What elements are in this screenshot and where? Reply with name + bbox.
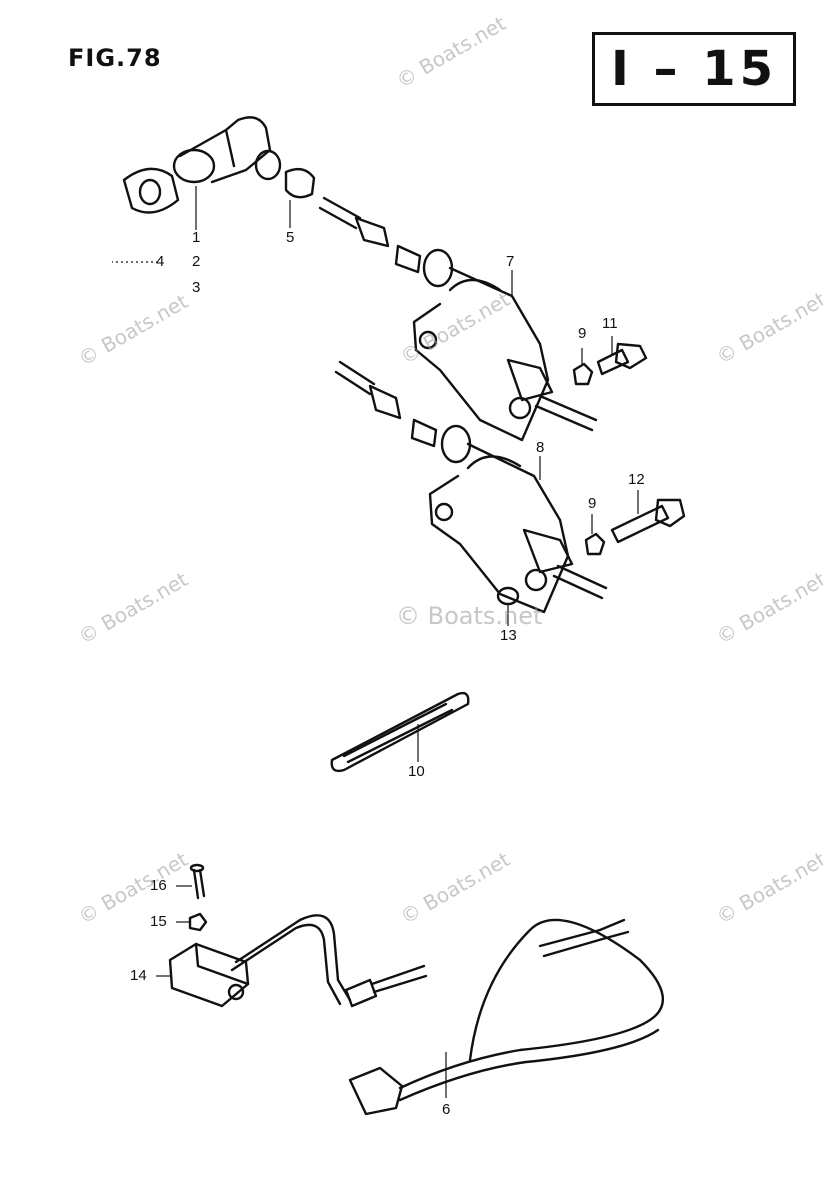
page-code-box: I – 15	[592, 32, 796, 106]
callout-1: 1	[192, 229, 201, 246]
callout-8: 8	[536, 439, 545, 456]
callout-3: 3	[192, 279, 201, 296]
callout-5: 5	[286, 229, 295, 246]
callout-14: 14	[130, 967, 147, 984]
part-1-plug-cap	[172, 116, 282, 184]
high-tension-cord-upper	[318, 196, 390, 248]
callout-12: 12	[628, 471, 645, 488]
part-6-cable	[348, 918, 664, 1116]
part-7-ignition-coil	[394, 244, 598, 442]
callout-9-lower: 9	[588, 495, 597, 512]
part-11-bolt	[596, 342, 648, 376]
callout-4: 4	[156, 253, 165, 270]
high-tension-cord-lower	[334, 360, 402, 420]
callout-16: 16	[150, 877, 167, 894]
part-5-cap-seal	[284, 167, 316, 199]
callout-15: 15	[150, 913, 167, 930]
callout-9-upper: 9	[578, 325, 587, 342]
watermark: © Boats.net	[396, 602, 543, 630]
part-16-screw	[189, 863, 206, 900]
callout-6: 6	[442, 1101, 451, 1118]
part-12-bolt	[610, 498, 686, 544]
callout-7: 7	[506, 253, 515, 270]
part-10-bracket	[330, 691, 470, 773]
callout-11: 11	[602, 315, 618, 332]
part-15-nut	[188, 912, 208, 932]
part-9-nut-lower	[584, 532, 606, 556]
callout-2: 2	[192, 253, 201, 270]
callout-10: 10	[408, 763, 425, 780]
part-4-cap-cover	[122, 167, 180, 214]
part-9-nut-upper	[572, 362, 594, 386]
part-8-ignition-coil	[410, 418, 608, 614]
callout-13: 13	[500, 627, 517, 644]
figure-label: FIG.78	[68, 44, 162, 72]
part-14-module	[168, 914, 428, 1008]
